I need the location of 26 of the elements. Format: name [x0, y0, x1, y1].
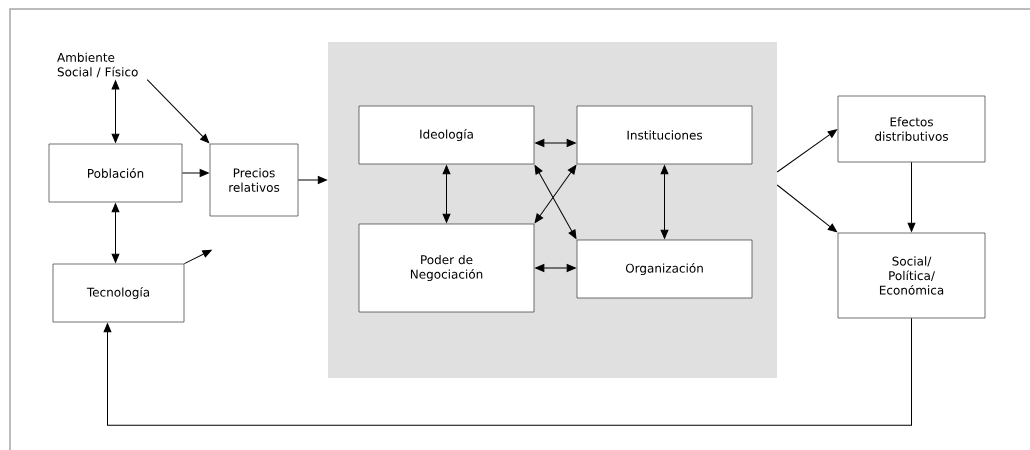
- process-box: Poder de Negociación: [358, 223, 535, 313]
- process-box: Precios relativos: [209, 143, 299, 217]
- arrow: [534, 164, 577, 224]
- arrow: [181, 169, 209, 177]
- arrow: [660, 165, 669, 239]
- arrow: [146, 79, 210, 144]
- arrow: [776, 184, 838, 233]
- arrow: [183, 249, 212, 265]
- arrow: [776, 129, 838, 173]
- process-box: Tecnología: [52, 263, 185, 323]
- arrow: [111, 80, 120, 143]
- process-box: Ideología: [358, 105, 535, 165]
- arrow: [442, 165, 451, 223]
- process-box: Efectos distributivos: [837, 95, 986, 163]
- process-box: Organización: [576, 239, 753, 299]
- process-box: Social/ Política/ Económica: [837, 232, 986, 319]
- arrow: [111, 203, 120, 263]
- text-label: Ambiente Social / Físico: [57, 52, 138, 78]
- arrow: [535, 139, 576, 147]
- arrow: [297, 176, 327, 184]
- arrow: [907, 161, 916, 232]
- process-box: Instituciones: [576, 105, 753, 165]
- arrow: [535, 264, 576, 272]
- process-box: Población: [48, 143, 183, 203]
- arrow: [534, 165, 577, 239]
- arrow: [103, 317, 912, 426]
